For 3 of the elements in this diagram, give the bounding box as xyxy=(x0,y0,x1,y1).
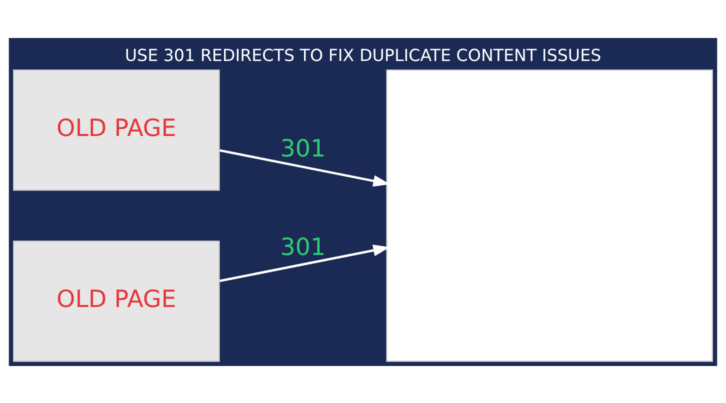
edge-label: 301 xyxy=(280,232,326,260)
edge-label: 301 xyxy=(280,134,326,162)
diagram-title: USE 301 REDIRECTS TO FIX DUPLICATE CONTENT ISSUES xyxy=(124,45,602,64)
